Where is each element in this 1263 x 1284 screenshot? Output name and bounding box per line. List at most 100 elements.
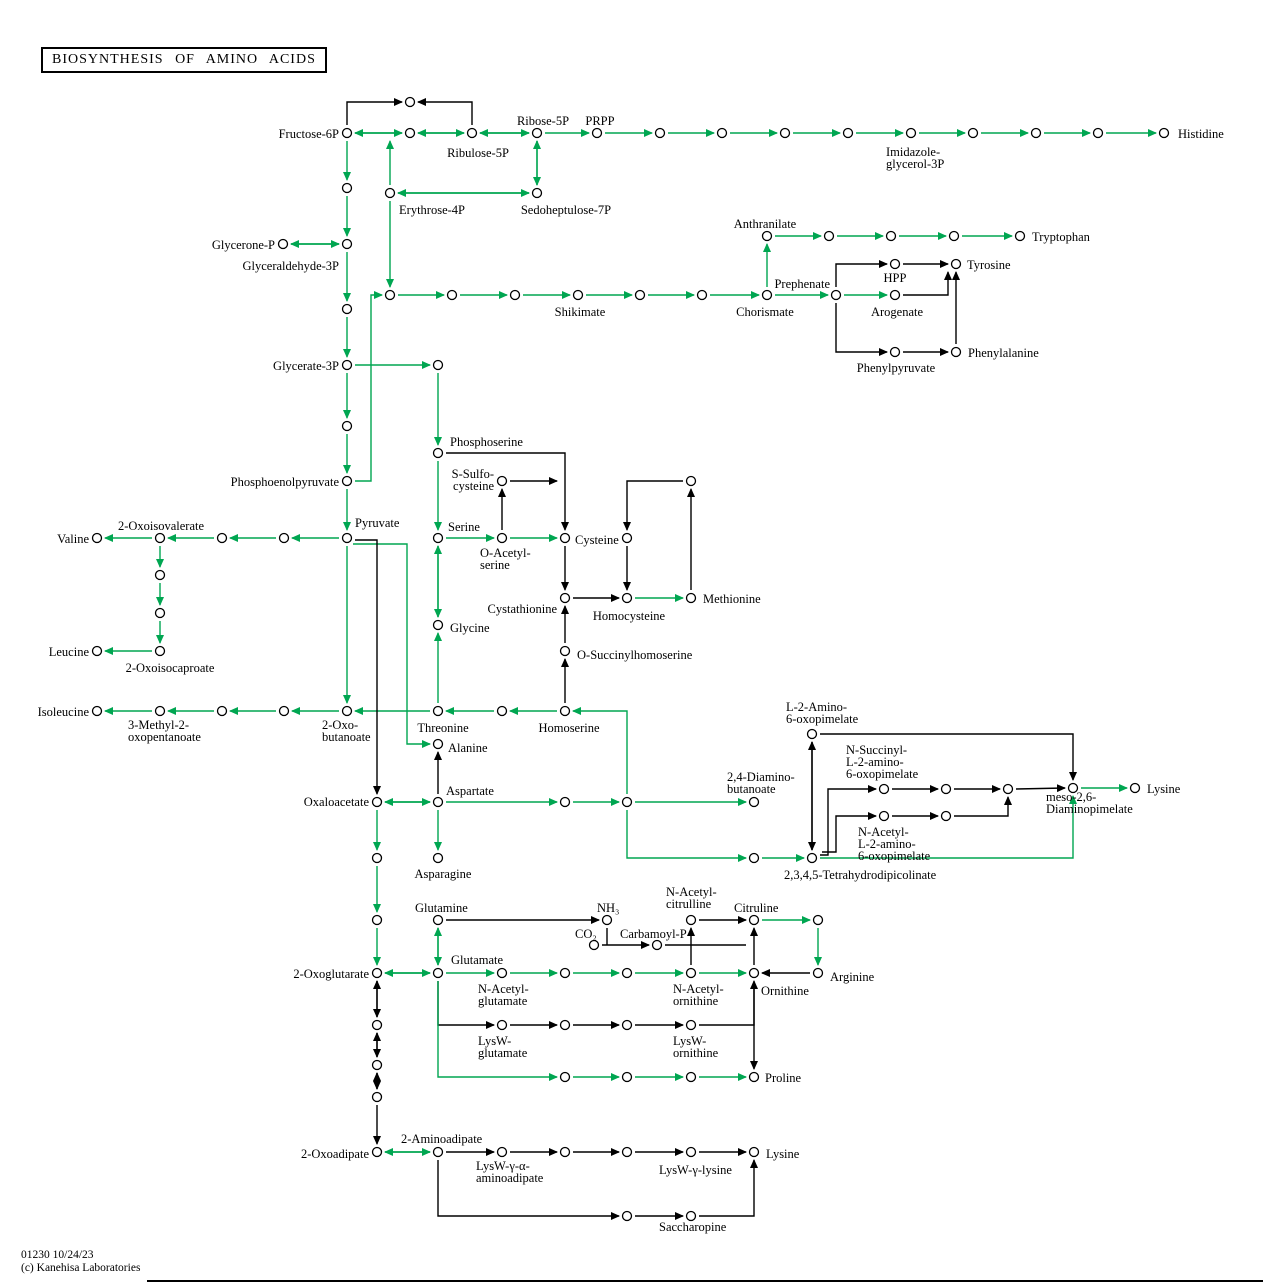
compound-node-o-acetyl-serine[interactable]: [496, 532, 508, 544]
compound-node-2-oxobutanoate[interactable]: [341, 705, 353, 717]
compound-node-2-aminoadipate[interactable]: [432, 1146, 444, 1158]
compound-node-n-acetyl-citrulline[interactable]: [685, 914, 697, 926]
compound-node[interactable]: [940, 783, 952, 795]
compound-node-chorismate[interactable]: [761, 289, 773, 301]
compound-node[interactable]: [621, 1019, 633, 1031]
compound-node[interactable]: [559, 967, 571, 979]
compound-node[interactable]: [496, 705, 508, 717]
compound-node-l-2-amino-6-oxopimelate[interactable]: [806, 728, 818, 740]
compound-node[interactable]: [878, 783, 890, 795]
compound-node-2-oxoglutarate[interactable]: [371, 967, 383, 979]
compound-node-tetrahydrodipicolinate[interactable]: [806, 852, 818, 864]
compound-node[interactable]: [812, 914, 824, 926]
compound-node-alanine[interactable]: [432, 738, 444, 750]
compound-node[interactable]: [823, 230, 835, 242]
compound-node[interactable]: [685, 475, 697, 487]
compound-node-prephenate[interactable]: [830, 289, 842, 301]
compound-node-valine[interactable]: [91, 532, 103, 544]
compound-node-erythrose-4p[interactable]: [384, 187, 396, 199]
compound-node[interactable]: [341, 182, 353, 194]
compound-node-aspartate[interactable]: [432, 796, 444, 808]
compound-node[interactable]: [878, 810, 890, 822]
compound-node-hpp[interactable]: [889, 258, 901, 270]
compound-node-prpp[interactable]: [591, 127, 603, 139]
compound-node-shikimate[interactable]: [572, 289, 584, 301]
compound-node[interactable]: [404, 96, 416, 108]
compound-node[interactable]: [559, 1146, 571, 1158]
compound-node[interactable]: [885, 230, 897, 242]
compound-node-ribose-5p[interactable]: [531, 127, 543, 139]
compound-node-oxaloacetate[interactable]: [371, 796, 383, 808]
compound-node[interactable]: [967, 127, 979, 139]
compound-node[interactable]: [654, 127, 666, 139]
compound-node[interactable]: [154, 569, 166, 581]
compound-node-2-oxoisovalerate[interactable]: [154, 532, 166, 544]
compound-node[interactable]: [621, 1210, 633, 1222]
compound-node-citruline[interactable]: [748, 914, 760, 926]
compound-node[interactable]: [446, 289, 458, 301]
compound-node[interactable]: [216, 705, 228, 717]
compound-node-anthranilate[interactable]: [761, 230, 773, 242]
compound-node[interactable]: [432, 359, 444, 371]
compound-node-phenylpyruvate[interactable]: [889, 346, 901, 358]
compound-node[interactable]: [948, 230, 960, 242]
compound-node-histidine[interactable]: [1158, 127, 1170, 139]
compound-node[interactable]: [278, 705, 290, 717]
compound-node-fructose-6p[interactable]: [341, 127, 353, 139]
compound-node[interactable]: [621, 532, 633, 544]
compound-node[interactable]: [278, 532, 290, 544]
compound-node-lysw-glutamate[interactable]: [496, 1019, 508, 1031]
compound-node-ornithine[interactable]: [748, 967, 760, 979]
compound-node-asparagine[interactable]: [432, 852, 444, 864]
compound-node[interactable]: [559, 1019, 571, 1031]
compound-node-lysine[interactable]: [1129, 782, 1141, 794]
compound-node[interactable]: [1030, 127, 1042, 139]
compound-node-glycerate-3p[interactable]: [341, 359, 353, 371]
compound-node-pyruvate[interactable]: [341, 532, 353, 544]
compound-node-tryptophan[interactable]: [1014, 230, 1026, 242]
compound-node-glutamine[interactable]: [432, 914, 444, 926]
compound-node[interactable]: [559, 796, 571, 808]
compound-node-arginine[interactable]: [812, 967, 824, 979]
compound-node-imidazole-glycerol-3p[interactable]: [905, 127, 917, 139]
compound-node[interactable]: [716, 127, 728, 139]
compound-node-phosphoserine[interactable]: [432, 447, 444, 459]
compound-node-n-acetyl-ornithine[interactable]: [685, 967, 697, 979]
compound-node-n-acetyl-glutamate[interactable]: [496, 967, 508, 979]
compound-node[interactable]: [371, 1019, 383, 1031]
compound-node-glyceraldehyde-3p[interactable]: [341, 238, 353, 250]
compound-node-lysw-gamma-lysine[interactable]: [685, 1146, 697, 1158]
compound-node[interactable]: [748, 852, 760, 864]
compound-node[interactable]: [216, 532, 228, 544]
compound-node-phosphoenolpyruvate[interactable]: [341, 475, 353, 487]
compound-node[interactable]: [621, 967, 633, 979]
compound-node-meso-2-6-diaminopimelate[interactable]: [1067, 782, 1079, 794]
compound-node-lysw-gamma-alpha-aminoadipate[interactable]: [496, 1146, 508, 1158]
compound-node[interactable]: [371, 914, 383, 926]
compound-node[interactable]: [559, 1071, 571, 1083]
compound-node-proline[interactable]: [748, 1071, 760, 1083]
compound-node[interactable]: [384, 289, 396, 301]
compound-node-carbamoyl-p[interactable]: [651, 939, 663, 951]
compound-node[interactable]: [634, 289, 646, 301]
compound-node-glutamate[interactable]: [432, 967, 444, 979]
compound-node-saccharopine[interactable]: [685, 1210, 697, 1222]
compound-node-s-sulfocysteine[interactable]: [496, 475, 508, 487]
compound-node-2-oxoadipate[interactable]: [371, 1146, 383, 1158]
compound-node-sedoheptulose-7p[interactable]: [531, 187, 543, 199]
compound-node[interactable]: [685, 1071, 697, 1083]
compound-node-glycine[interactable]: [432, 619, 444, 631]
compound-node[interactable]: [621, 1071, 633, 1083]
compound-node-2-oxoisocaproate[interactable]: [154, 645, 166, 657]
compound-node-3-methyl-2-oxopentanoate[interactable]: [154, 705, 166, 717]
compound-node[interactable]: [1092, 127, 1104, 139]
compound-node-o-succinylhomoserine[interactable]: [559, 645, 571, 657]
compound-node-cysteine[interactable]: [559, 532, 571, 544]
compound-node[interactable]: [154, 607, 166, 619]
compound-node-homoserine[interactable]: [559, 705, 571, 717]
compound-node[interactable]: [371, 852, 383, 864]
compound-node-nh3[interactable]: [601, 914, 613, 926]
compound-node-2-4-diaminobutanoate[interactable]: [748, 796, 760, 808]
compound-node-tyrosine[interactable]: [950, 258, 962, 270]
compound-node[interactable]: [940, 810, 952, 822]
